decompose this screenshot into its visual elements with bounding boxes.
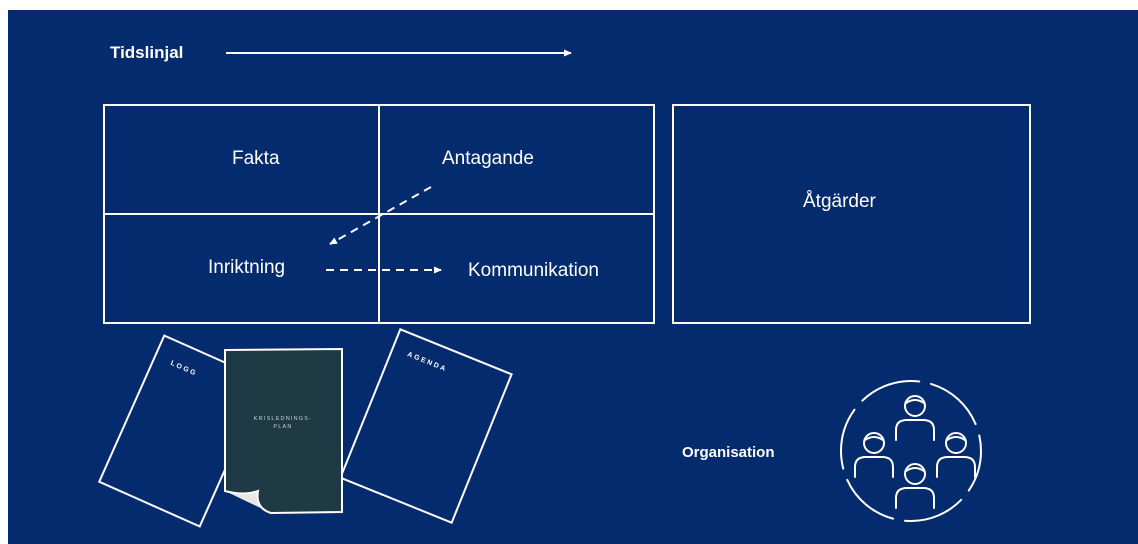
agenda-label: AGENDA (406, 351, 448, 373)
plan-label-line2: PLAN (273, 424, 292, 430)
krisledningsplan-document: KRISLEDNINGS- PLAN (224, 347, 343, 515)
diagram-graphics: LOGG AGENDA KRISLEDNINGS- PLAN (97, 49, 1031, 528)
actions-label: Åtgärder (803, 191, 876, 212)
actions-box (672, 104, 1031, 324)
inriktning-label: Inriktning (208, 257, 286, 278)
timeline-label: Tidslinjal (110, 43, 184, 62)
plan-label-line1: KRISLEDNINGS- (254, 416, 312, 422)
logg-label: LOGG (169, 360, 198, 378)
agenda-document: AGENDA (339, 328, 513, 524)
diagram-canvas: LOGG AGENDA KRISLEDNINGS- PLAN (8, 10, 1138, 544)
antagande-label: Antagande (442, 148, 534, 169)
kommunikation-label: Kommunikation (468, 260, 599, 281)
dashed-arrow-antagande-to-inriktning (329, 186, 432, 245)
organisation-people-icon (840, 380, 982, 522)
fakta-label: Fakta (232, 148, 280, 169)
organisation-label: Organisation (682, 444, 775, 461)
